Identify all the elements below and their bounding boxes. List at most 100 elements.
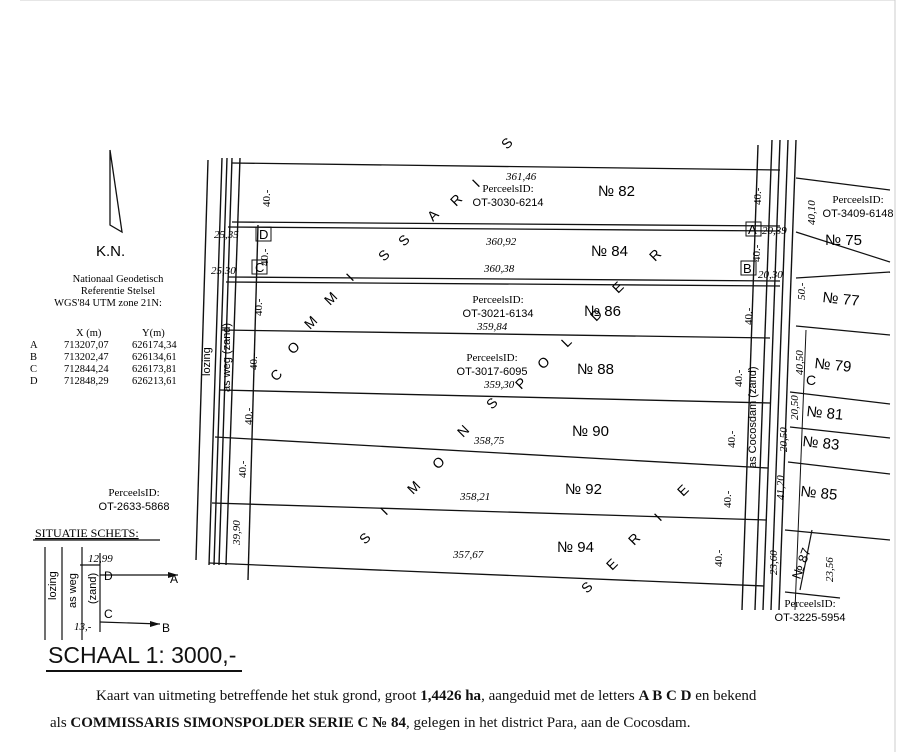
name-commissaris: COMMISSARIS [267, 134, 516, 384]
dim-40-50: 40,50 [794, 350, 806, 375]
name-letter: O [534, 353, 553, 372]
name-letter: E [609, 278, 627, 296]
name-letter: O [429, 453, 448, 472]
width-left-2: 40.- [259, 248, 271, 266]
length-4: 359,84 [476, 321, 508, 333]
scale-underline [46, 670, 242, 672]
sketch-asweg: as weg [67, 573, 79, 608]
sketch-lines [33, 539, 178, 640]
width-right-4: 40.- [733, 369, 745, 387]
road-cocosdam: as Cocosdam (zand) [747, 367, 759, 469]
width-right-5: 40.- [726, 430, 738, 448]
coord-point: A [30, 340, 38, 351]
caption-text-3: en bekend [691, 688, 757, 704]
caption: Kaart van uitmeting betreffende het stuk… [50, 683, 890, 737]
coord-point: C [30, 364, 37, 375]
caption-text-1: Kaart van uitmeting betreffende het stuk… [96, 688, 421, 704]
coord-header-x: X (m) [76, 328, 102, 339]
datum-line2: Referentie Stelsel [81, 286, 155, 297]
name-letter: R [625, 530, 643, 548]
coord-point: D [30, 376, 38, 387]
caption-name: COMMISSARIS SIMONSPOLDER SERIE C № 84 [70, 715, 406, 731]
coord-y: 626213,61 [132, 376, 177, 387]
corner-b: B [743, 261, 752, 276]
lot-81: № 81 [806, 403, 845, 424]
caption-text-2: , aangeduid met de letters [481, 688, 639, 704]
sketch-c: C [104, 607, 113, 621]
north-label: K.N. [96, 243, 125, 260]
coord-point: B [30, 352, 37, 363]
corner-a: A [748, 222, 757, 237]
dim-20-39: 20,39 [762, 225, 787, 237]
name-letter: S [578, 578, 596, 596]
width-right-1: 40.- [752, 187, 764, 205]
dim-39-90: 39,90 [231, 520, 243, 546]
name-letter: M [404, 478, 424, 498]
perceel-75-id: OT-3409-6148 [823, 208, 894, 220]
dim-25-30: 25,30 [211, 265, 236, 277]
coord-y: 626134,61 [132, 352, 177, 363]
right-lot-boundaries [784, 177, 891, 599]
sketch-dim1: 12,99 [88, 553, 113, 565]
sketch-zand: (zand) [87, 573, 99, 604]
road-lozing: lozing [201, 347, 213, 376]
perceel-75-label: PerceelsID: [832, 194, 883, 206]
datum-line3: WGS'84 UTM zone 21N: [54, 298, 162, 309]
coord-x: 712848,29 [64, 376, 109, 387]
name-letter: S [395, 231, 413, 249]
name-letter: R [646, 246, 664, 264]
perceel-86-label: PerceelsID: [472, 294, 523, 306]
dim-20-30: 20,30 [758, 269, 783, 281]
corner-c: C [255, 260, 264, 275]
length-6: 358,75 [473, 435, 505, 447]
length-5: 359,30 [483, 379, 515, 391]
road-asweg: as weg (zand) [221, 323, 233, 392]
lot-79: № 79 [814, 355, 853, 376]
name-letter: S [356, 529, 374, 547]
perceel-left-id: OT-2633-5868 [99, 501, 170, 513]
dim-23-60: 23,60 [768, 550, 780, 575]
caption-text-4: als [50, 715, 71, 731]
lot-94: № 94 [557, 539, 594, 556]
caption-text-5: , gelegen in het district Para, aan de C… [405, 715, 691, 731]
perceel-86-id: OT-3021-6134 [463, 308, 534, 320]
lot-84: № 84 [591, 243, 628, 260]
corner-d: D [259, 227, 268, 242]
sketch-dim2: 13,- [74, 621, 92, 633]
width-right-6: 40.- [722, 490, 734, 508]
perceel-82-id: OT-3030-6214 [473, 197, 544, 209]
perceel-88-id: OT-3017-6095 [457, 366, 528, 378]
datum-line1: Nationaal Geodetisch [73, 274, 164, 285]
dim-25-35: 25,35 [214, 229, 239, 241]
name-letter: E [603, 555, 621, 573]
dim-40-10: 40,10 [806, 200, 818, 225]
width-right-7: 40.- [713, 549, 725, 567]
lot-85: № 85 [800, 483, 839, 504]
sketch-a: A [170, 572, 178, 586]
lot-87: № 87 [789, 546, 814, 581]
name-letter: I [343, 270, 357, 284]
lot-75: № 75 [825, 232, 862, 249]
coord-y: 626173,81 [132, 364, 177, 375]
perceel-right-label: PerceelsID: [784, 598, 835, 610]
name-letter: M [321, 289, 341, 309]
name-letter: I [469, 176, 483, 190]
width-left-3: 40.- [253, 298, 265, 316]
sketch-b: B [162, 621, 170, 635]
perceel-88-label: PerceelsID: [466, 352, 517, 364]
dim-23-56: 23,56 [824, 557, 836, 582]
lot-82: № 82 [598, 183, 635, 200]
name-letter: E [674, 481, 692, 499]
length-1: 361,46 [505, 171, 537, 183]
dim-41-20: 41,20 [775, 475, 787, 500]
name-letter: A [424, 206, 442, 224]
name-letter: N [454, 422, 472, 440]
lot-86: № 86 [584, 303, 621, 320]
lot-77: № 77 [822, 289, 861, 310]
caption-letters: A B C D [638, 688, 692, 704]
perceel-left-label: PerceelsID: [108, 487, 159, 499]
coord-x: 712844,24 [64, 364, 109, 375]
sketch-title: SITUATIE SCHETS: [35, 526, 139, 540]
